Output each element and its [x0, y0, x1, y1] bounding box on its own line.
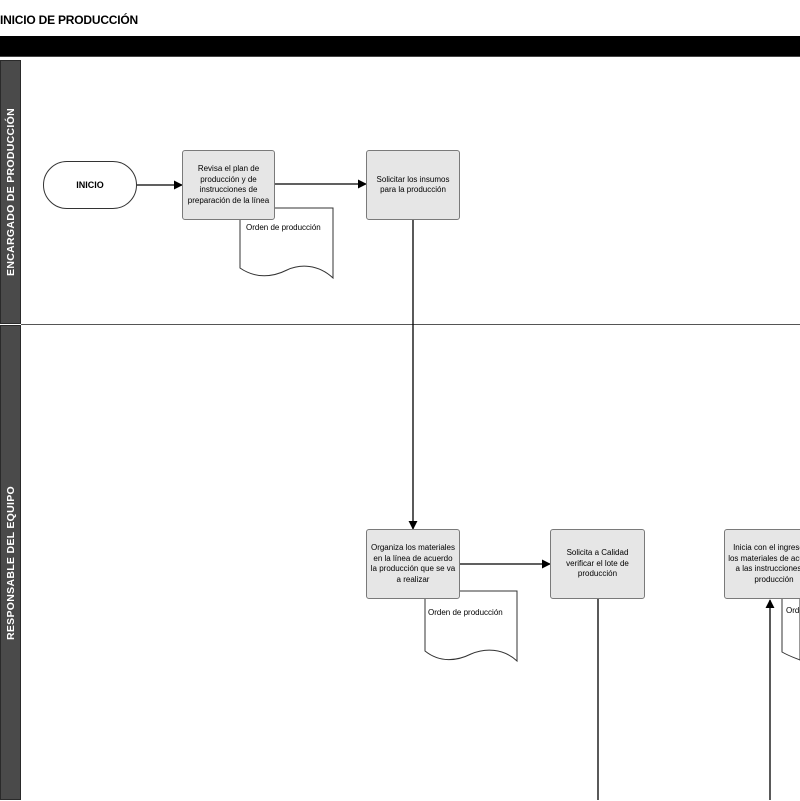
document-shape-orden-3 — [781, 589, 800, 661]
process-revisa-plan[interactable]: Revisa el plan de producción y de instru… — [182, 150, 275, 220]
lane-divider — [21, 324, 800, 325]
header-bar — [0, 36, 800, 56]
process-organiza-materiales[interactable]: Organiza los materiales en la línea de a… — [366, 529, 460, 599]
document-label-orden-1: Orden de producción — [246, 223, 321, 232]
lane-label-encargado: ENCARGADO DE PRODUCCIÓN — [0, 60, 21, 324]
process-inicia-ingreso[interactable]: Inicia con el ingreso de los materiales … — [724, 529, 800, 599]
page-title: INICIO DE PRODUCCIÓN — [0, 13, 139, 27]
document-label-orden-2: Orden de producción — [428, 608, 503, 617]
process-solicitar-insumos[interactable]: Solicitar los insumos para la producción — [366, 150, 460, 220]
start-terminal[interactable]: INICIO — [43, 161, 137, 209]
document-shape-orden-2 — [424, 590, 518, 663]
document-label-orden-3: Orden de producción — [786, 606, 800, 615]
document-shape-orden-1 — [239, 207, 334, 280]
process-solicita-calidad[interactable]: Solicita a Calidad verificar el lote de … — [550, 529, 645, 599]
swimlane-pool — [0, 56, 800, 801]
